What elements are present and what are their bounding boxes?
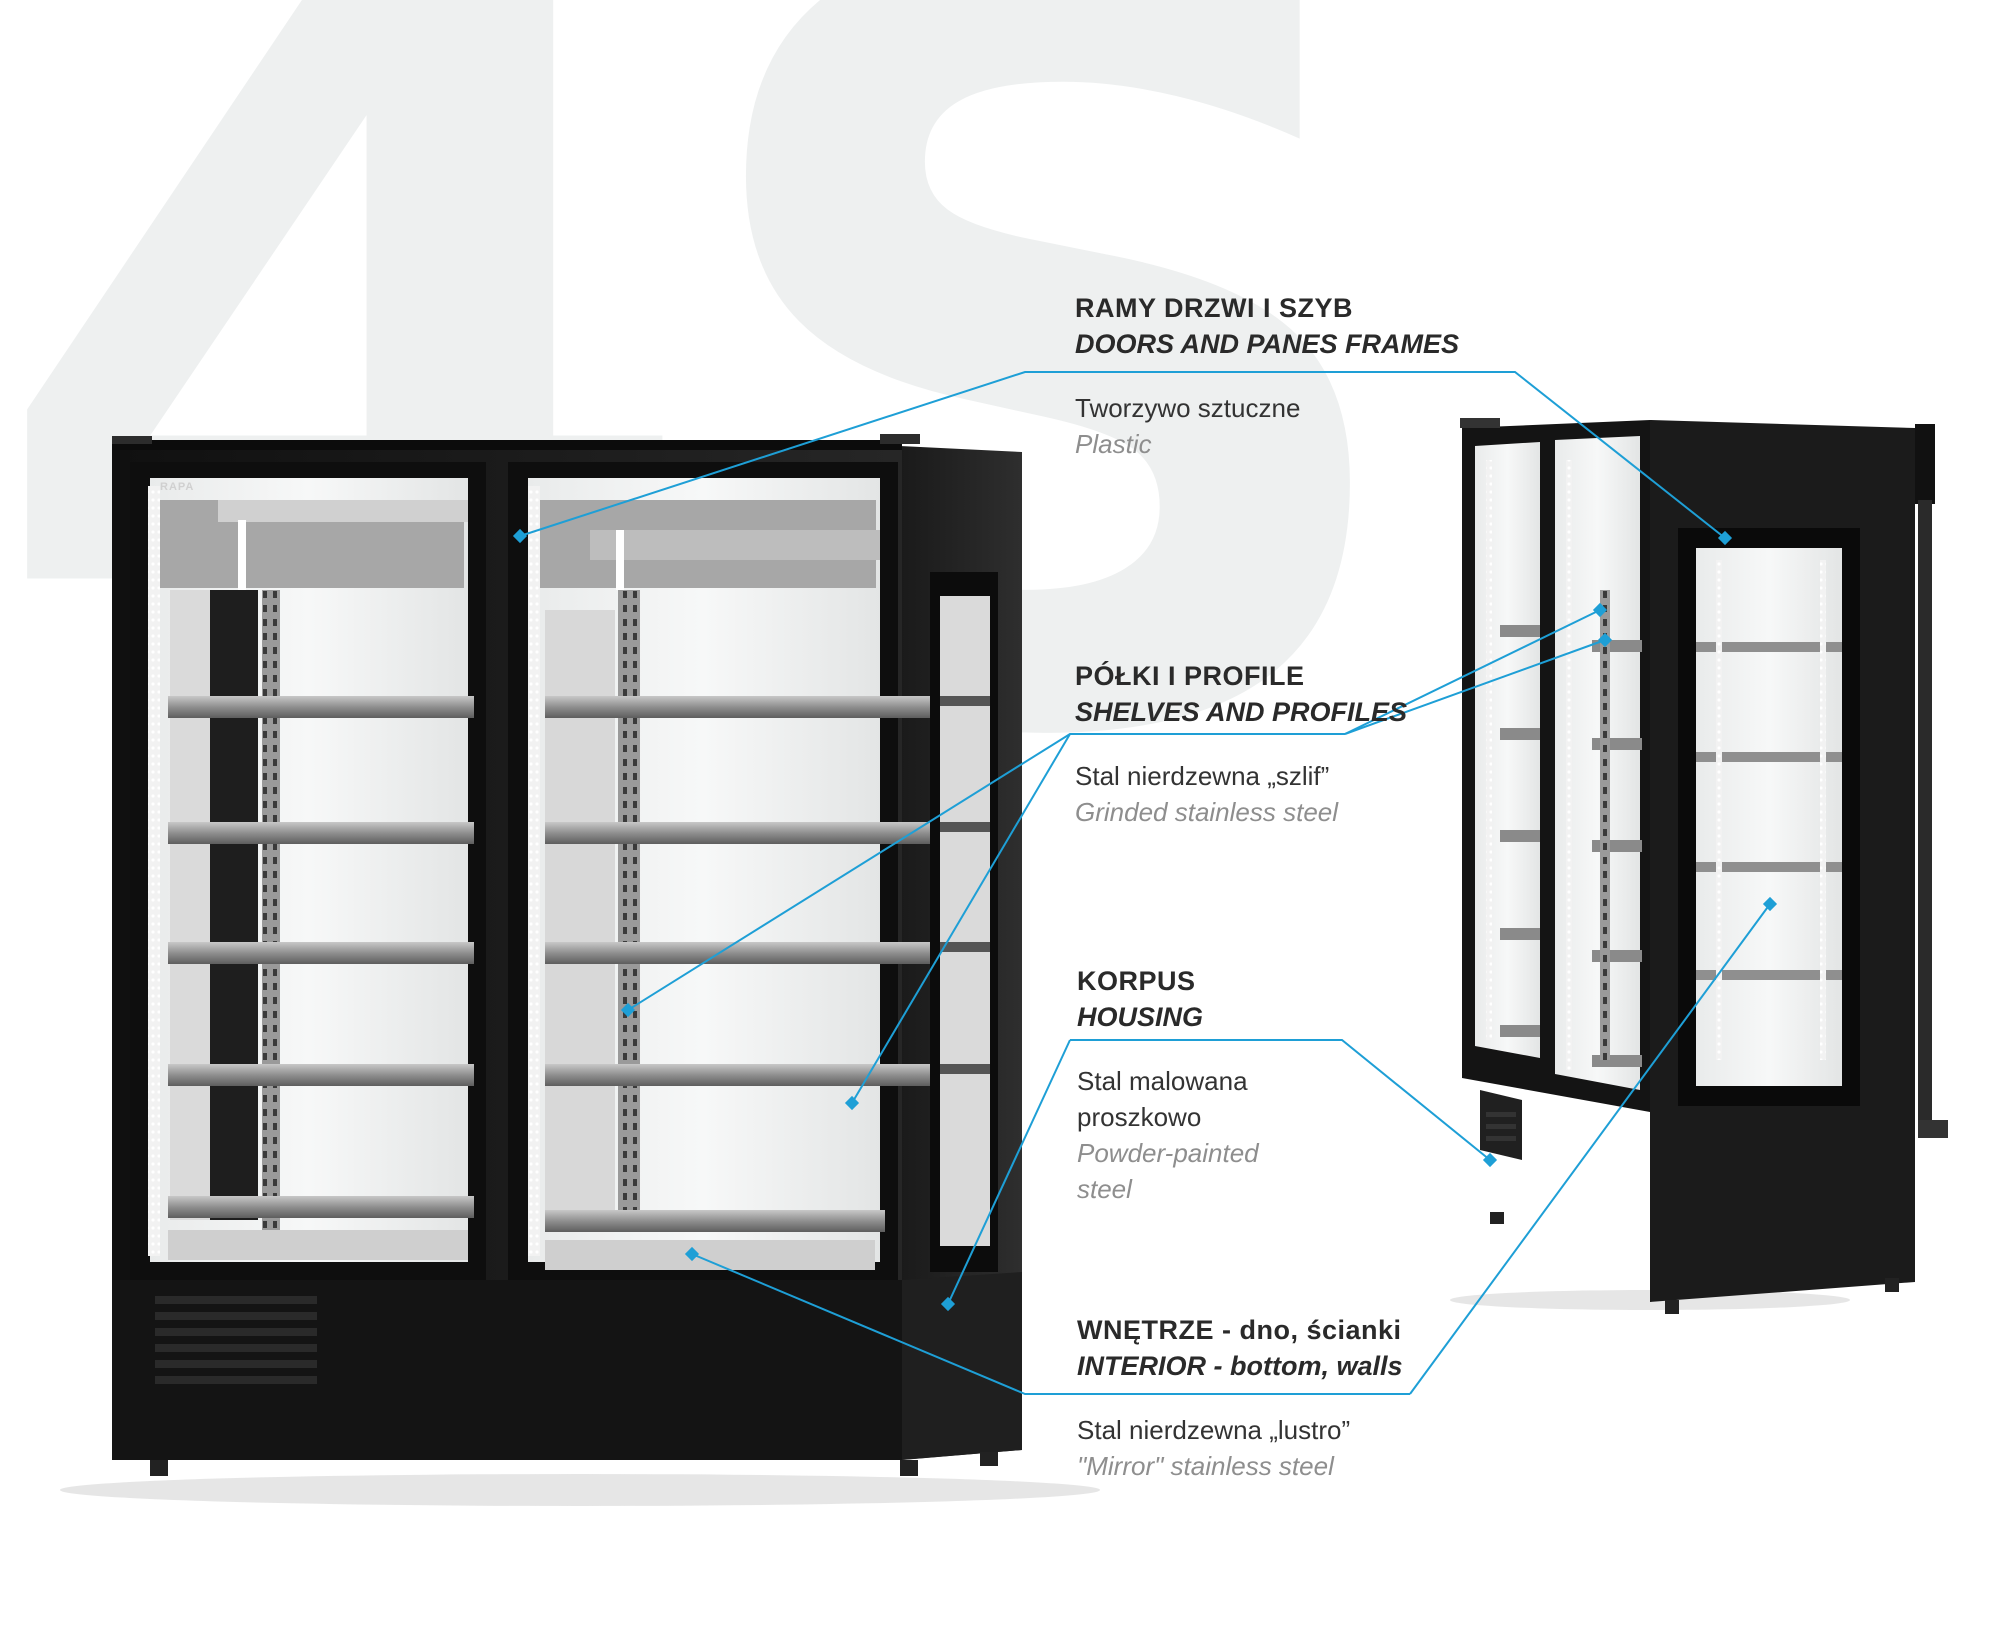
callout-lines bbox=[519, 371, 1771, 1395]
shelves-right bbox=[545, 696, 965, 1232]
front-vent-grille bbox=[155, 1296, 317, 1384]
callout-line-housing-a bbox=[947, 1039, 1071, 1305]
callout-title-en: INTERIOR - bottom, walls bbox=[1077, 1351, 1403, 1381]
brand-logo: RAPA bbox=[160, 481, 194, 493]
callout-material-pl: Tworzywo sztuczne bbox=[1075, 393, 1301, 423]
callout-shelves-profiles: PÓŁKI I PROFILE SHELVES AND PROFILES Sta… bbox=[1075, 658, 1407, 830]
callout-material-pl: Stal nierdzewna „lustro” bbox=[1077, 1415, 1351, 1445]
callout-line-interior-b bbox=[1409, 903, 1771, 1395]
callout-material-en: Plastic bbox=[1075, 429, 1152, 459]
front-cabinet: RAPA bbox=[60, 434, 1100, 1506]
angled-cabinet bbox=[1450, 418, 1948, 1314]
callout-line-frames-left bbox=[519, 371, 1075, 537]
callout-title-pl: PÓŁKI I PROFILE bbox=[1075, 661, 1305, 691]
callout-doors-frames: RAMY DRZWI I SZYB DOORS AND PANES FRAMES… bbox=[1075, 290, 1459, 462]
callout-title-en: DOORS AND PANES FRAMES bbox=[1075, 329, 1460, 359]
callout-material-pl: Stal nierdzewna „szlif” bbox=[1075, 761, 1330, 791]
callout-title-pl: KORPUS bbox=[1077, 966, 1196, 996]
callout-interior: WNĘTRZE - dno, ścianki INTERIOR - bottom… bbox=[1077, 1312, 1403, 1484]
callout-title-pl: RAMY DRZWI I SZYB bbox=[1075, 293, 1353, 323]
callout-line-interior-a bbox=[691, 1253, 1410, 1395]
callout-title-en: HOUSING bbox=[1077, 1002, 1204, 1032]
callout-material-en: Grinded stainless steel bbox=[1075, 797, 1339, 827]
callout-line-shelves-b bbox=[851, 733, 1071, 1104]
callout-material-pl: Stal malowana proszkowo bbox=[1077, 1066, 1248, 1132]
callout-markers bbox=[512, 528, 1778, 1312]
callout-material-en: "Mirror" stainless steel bbox=[1077, 1451, 1334, 1481]
shelves-left bbox=[168, 696, 474, 1218]
callout-line-frames-right bbox=[1075, 371, 1726, 539]
callout-line-shelves-d bbox=[1344, 639, 1606, 735]
callout-line-housing-b bbox=[1070, 1039, 1491, 1161]
callout-title-en: SHELVES AND PROFILES bbox=[1075, 697, 1408, 727]
callout-housing: KORPUS HOUSING Stal malowana proszkowo P… bbox=[1077, 963, 1317, 1207]
callout-line-shelves-c bbox=[1344, 609, 1601, 735]
callout-material-en: Powder-painted steel bbox=[1077, 1138, 1259, 1204]
callout-title-pl: WNĘTRZE - dno, ścianki bbox=[1077, 1315, 1402, 1345]
